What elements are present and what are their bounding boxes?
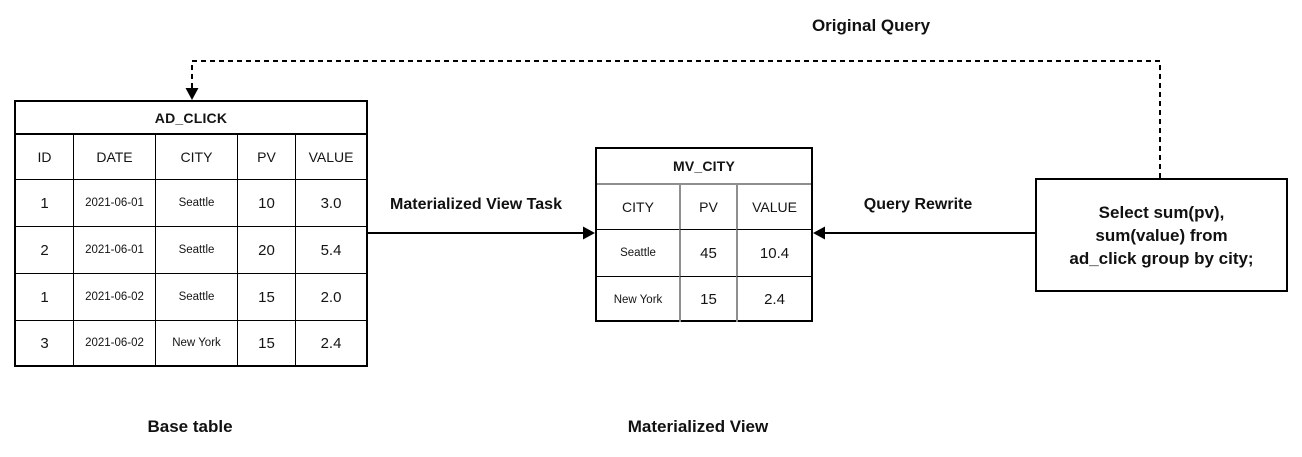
table-cell: 2021-06-01	[73, 226, 155, 273]
materialized-view-task-label: Materialized View Task	[390, 196, 562, 213]
table-cell: 1	[16, 273, 73, 320]
original-query-label: Original Query	[811, 16, 931, 35]
materialized-view-caption: Materialized View	[627, 417, 769, 436]
table-cell: 20	[237, 226, 295, 273]
table-cell: 2.0	[295, 273, 366, 320]
table-cell: 2.4	[736, 276, 811, 322]
table-cell: Seattle	[155, 226, 237, 273]
table-cell: 2	[16, 226, 73, 273]
table-cell: New York	[155, 320, 237, 365]
table-cell: Seattle	[155, 273, 237, 320]
table-cell: 2021-06-02	[73, 273, 155, 320]
table-cell: 2021-06-01	[73, 179, 155, 226]
base-table-col-header: VALUE	[295, 135, 366, 179]
mv-table-col-header: VALUE	[736, 185, 811, 229]
mv-table-col-header: PV	[679, 185, 736, 229]
table-cell: Seattle	[597, 229, 679, 276]
base-table-col-header: DATE	[73, 135, 155, 179]
materialized-view-table: MV_CITY CITY PV VALUE Seattle 45 10.4 Ne…	[595, 147, 813, 322]
table-cell: 2.4	[295, 320, 366, 365]
table-cell: 15	[237, 320, 295, 365]
table-cell: New York	[597, 276, 679, 322]
base-table-grid: ID DATE CITY PV VALUE 1 2021-06-01 Seatt…	[16, 135, 366, 365]
table-cell: Seattle	[155, 179, 237, 226]
table-cell: 10	[237, 179, 295, 226]
query-rewrite-arrowhead	[813, 226, 825, 240]
original-query-arrowhead	[185, 88, 199, 100]
table-cell: 1	[16, 179, 73, 226]
table-cell: 2021-06-02	[73, 320, 155, 365]
table-cell: 15	[237, 273, 295, 320]
table-cell: 3.0	[295, 179, 366, 226]
table-cell: 3	[16, 320, 73, 365]
query-rewrite-label: Query Rewrite	[863, 196, 973, 213]
mv-table-title: MV_CITY	[597, 149, 811, 185]
sql-query-line: sum(value) from	[1095, 225, 1228, 245]
sql-query-box: Select sum(pv), sum(value) from ad_click…	[1035, 178, 1288, 292]
base-table-caption: Base table	[147, 417, 233, 436]
base-table-col-header: ID	[37, 149, 52, 165]
sql-query-line: Select sum(pv),	[1098, 202, 1225, 222]
base-table: AD_CLICK ID DATE CITY PV VALUE 1 2021-06…	[14, 100, 368, 367]
table-cell: 15	[679, 276, 736, 322]
base-table-title: AD_CLICK	[16, 102, 366, 135]
table-cell: 10.4	[736, 229, 811, 276]
table-cell: 5.4	[295, 226, 366, 273]
table-cell: 45	[679, 229, 736, 276]
sql-query-line: ad_click group by city;	[1069, 248, 1254, 268]
mv-table-grid: CITY PV VALUE Seattle 45 10.4 New York 1…	[597, 185, 811, 322]
base-table-col-header: PV	[237, 135, 295, 179]
mv-table-col-header: CITY	[622, 199, 654, 215]
mv-task-arrowhead	[583, 226, 595, 240]
base-table-col-header: CITY	[155, 135, 237, 179]
